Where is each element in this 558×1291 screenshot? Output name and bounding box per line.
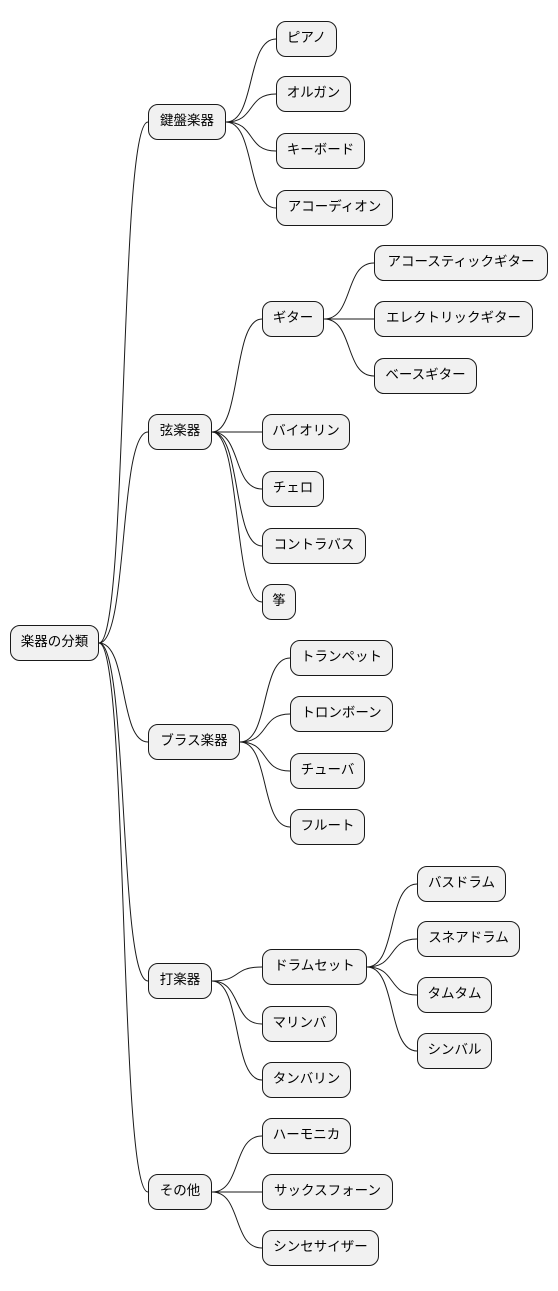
node-string-instruments: 弦楽器 [148, 414, 212, 450]
connector-root-strings [98, 431, 149, 644]
node-tuba: チューバ [290, 753, 365, 789]
node-tambourine: タンバリン [262, 1062, 351, 1098]
node-brass-instruments: ブラス楽器 [148, 724, 240, 760]
connector-percussion-marimba [211, 980, 263, 1025]
connector-strings-guitar [211, 318, 263, 433]
node-tom-tom: タムタム [417, 977, 492, 1013]
node-piano: ピアノ [276, 21, 337, 57]
node-trombone: トロンボーン [290, 696, 393, 732]
connector-strings-contrabass [211, 431, 263, 547]
node-contrabass: コントラバス [262, 528, 366, 564]
node-acoustic-guitar: アコースティックギター [374, 245, 548, 281]
node-koto: 筝 [262, 584, 296, 620]
connector-brass-flute [239, 741, 291, 828]
connector-other-synthesizer [211, 1191, 263, 1249]
node-violin: バイオリン [262, 414, 350, 450]
connector-brass-trombone [239, 713, 291, 743]
connector-guitar-bass-guitar [323, 318, 375, 377]
node-electric-guitar: エレクトリックギター [374, 301, 533, 337]
node-harmonica: ハーモニカ [262, 1118, 351, 1154]
node-accordion: アコーディオン [276, 190, 393, 226]
node-cymbal: シンバル [417, 1033, 492, 1069]
connector-percussion-tambourine [211, 980, 263, 1081]
node-snare-drum: スネアドラム [417, 921, 520, 957]
connector-brass-tuba [239, 741, 291, 772]
connector-keyboard-piano [225, 38, 277, 123]
node-synthesizer: シンセサイザー [262, 1230, 379, 1266]
connector-brass-trumpet [239, 657, 291, 743]
connector-other-harmonica [211, 1135, 263, 1193]
node-saxophone: サックスフォーン [262, 1174, 393, 1210]
node-cello: チェロ [262, 471, 324, 507]
node-drum-set: ドラムセット [262, 949, 367, 985]
node-guitar: ギター [262, 301, 324, 337]
connector-root-percussion [98, 642, 149, 982]
connector-drumset-tomtom [366, 966, 418, 996]
node-percussion-instruments: 打楽器 [148, 963, 212, 999]
node-trumpet: トランペット [290, 640, 393, 676]
node-flute: フルート [290, 809, 365, 845]
connector-drumset-snare [366, 938, 418, 968]
connector-strings-cello [211, 431, 263, 490]
node-root: 楽器の分類 [10, 625, 99, 661]
connector-keyboard-organ [225, 93, 277, 123]
connector-strings-koto [211, 431, 263, 603]
node-organ: オルガン [276, 76, 351, 112]
node-keyboard: キーボード [276, 133, 365, 169]
connector-root-brass [98, 642, 149, 743]
connector-root-keyboard [98, 121, 149, 644]
connector-keyboard-keyboard2 [225, 121, 277, 152]
connector-guitar-acoustic [323, 262, 375, 320]
node-bass-drum: バスドラム [417, 866, 506, 902]
connector-root-other [98, 642, 149, 1193]
node-marimba: マリンバ [262, 1006, 337, 1042]
node-other: その他 [148, 1174, 212, 1210]
connector-keyboard-accordion [225, 121, 277, 209]
node-bass-guitar: ベースギター [374, 358, 477, 394]
connector-drumset-bass-drum [366, 883, 418, 968]
connector-percussion-drumset [211, 966, 263, 982]
connector-drumset-cymbal [366, 966, 418, 1052]
node-keyboard-instruments: 鍵盤楽器 [148, 104, 226, 140]
